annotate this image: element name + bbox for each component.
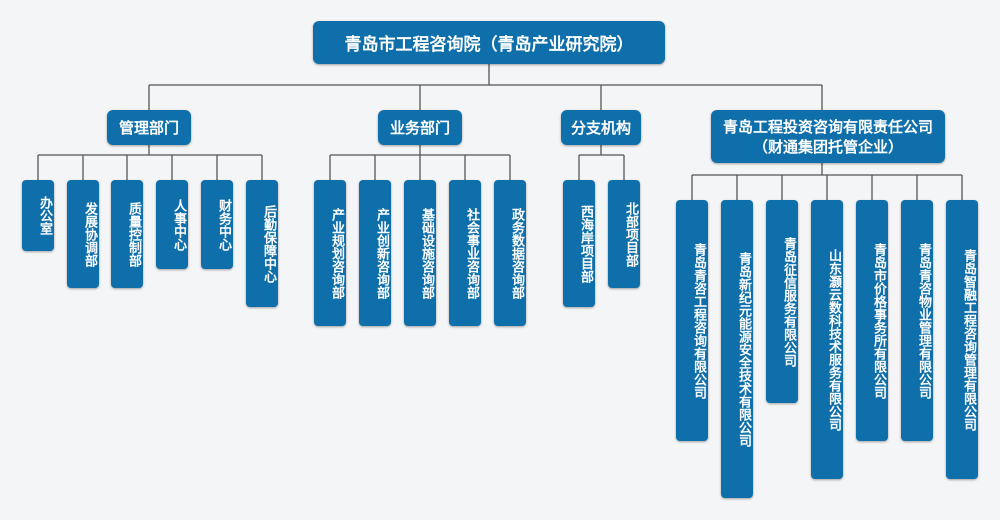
leaf-node: 西海岸项目部	[563, 180, 595, 307]
leaf-node: 青岛征信服务有限公司	[766, 200, 798, 403]
group-branch-node: 分支机构	[561, 110, 641, 145]
leaf-node: 青岛青咨物业管理有限公司	[901, 200, 933, 441]
leaf-node: 政务数据咨询部	[494, 180, 526, 326]
leaf-node: 财务中心	[201, 180, 233, 269]
leaf-node: 青岛青咨工程咨询有限公司	[676, 200, 708, 441]
leaf-node: 社会事业咨询部	[449, 180, 481, 326]
group-company-sublabel: （财通集团托管企业）	[752, 137, 903, 156]
leaf-node: 北部项目部	[608, 180, 640, 288]
group-company-label: 青岛工程投资咨询有限责任公司	[722, 117, 933, 136]
leaf-node: 山东灏云数科技术服务有限公司	[811, 200, 843, 479]
leaf-node: 青岛新纪元能源安全技术有限公司	[721, 200, 753, 498]
leaf-node: 质量控制部	[111, 180, 143, 288]
leaf-node: 后勤保障中心	[246, 180, 278, 307]
leaf-node: 办公室	[22, 180, 54, 251]
group-management-node: 管理部门	[107, 110, 191, 145]
leaf-node: 人事中心	[156, 180, 188, 269]
leaf-node: 产业创新咨询部	[359, 180, 391, 326]
leaf-node: 发展协调部	[67, 180, 99, 288]
leaf-node: 青岛智融工程咨询管理有限公司	[946, 200, 978, 479]
leaf-node: 青岛市价格事务所有限公司	[856, 200, 888, 441]
group-business-node: 业务部门	[378, 110, 462, 145]
group-company-node: 青岛工程投资咨询有限责任公司 （财通集团托管企业）	[711, 110, 945, 163]
leaf-node: 产业规划咨询部	[314, 180, 346, 326]
leaf-node: 基础设施咨询部	[404, 180, 436, 326]
root-node: 青岛市工程咨询院（青岛产业研究院）	[313, 21, 665, 64]
